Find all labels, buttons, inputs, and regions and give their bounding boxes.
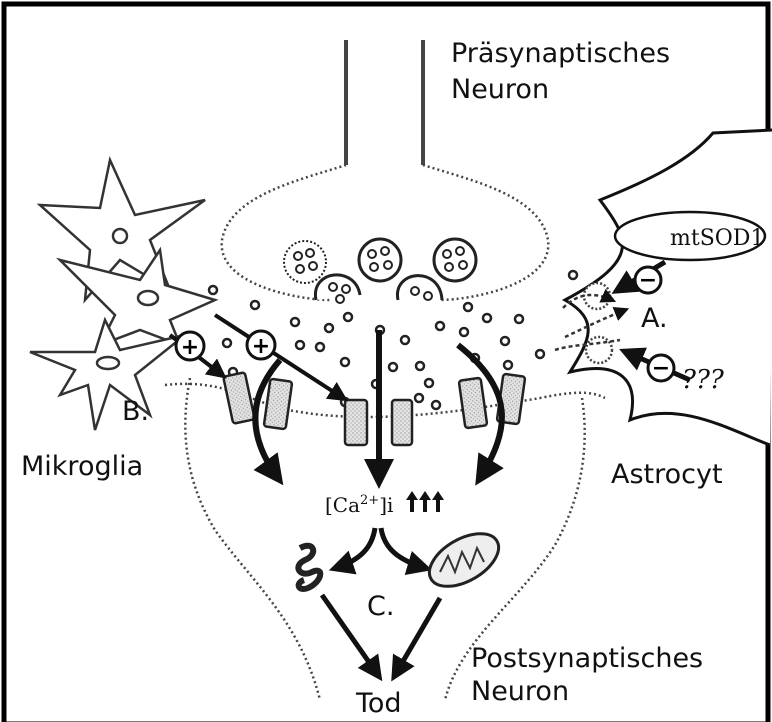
unknown-label: ???	[682, 365, 725, 395]
mitochondrion-icon	[421, 523, 508, 597]
postsynaptic-label-line1: Postsynaptisches	[471, 643, 703, 674]
plus-sign: +	[252, 334, 270, 359]
receptor-channel	[223, 372, 525, 445]
postsynaptic-label-line2: Neuron	[471, 676, 569, 707]
presynaptic-label-line2: Neuron	[451, 74, 549, 105]
synaptic-vesicle	[284, 241, 326, 283]
up-arrows	[406, 491, 444, 512]
microglia-arrows: + +	[170, 315, 343, 398]
microglia-label: Mikroglia	[21, 451, 143, 482]
death-label: Tod	[355, 688, 402, 719]
minus-sign: −	[639, 268, 657, 293]
glutamate-transporter	[586, 337, 612, 363]
astrocyte-label: Astrocyt	[611, 459, 723, 490]
svg-text:[Ca2+]i: [Ca2+]i	[325, 493, 393, 517]
er-icon	[298, 546, 320, 589]
synaptic-vesicle	[434, 239, 476, 281]
minus-sign: −	[652, 356, 670, 381]
synaptic-vesicle	[359, 239, 401, 281]
mtsod1-label: mtSOD1	[670, 226, 764, 251]
presynaptic-label-line1: Präsynaptisches	[451, 38, 670, 69]
astrocyte-cell: mtSOD1 − − ???	[555, 130, 772, 445]
plus-sign: +	[181, 335, 199, 360]
calcium-label: [Ca2+]i	[325, 491, 444, 517]
label-b: B.	[122, 396, 149, 427]
label-c: C.	[367, 591, 394, 622]
label-a: A.	[641, 303, 668, 334]
